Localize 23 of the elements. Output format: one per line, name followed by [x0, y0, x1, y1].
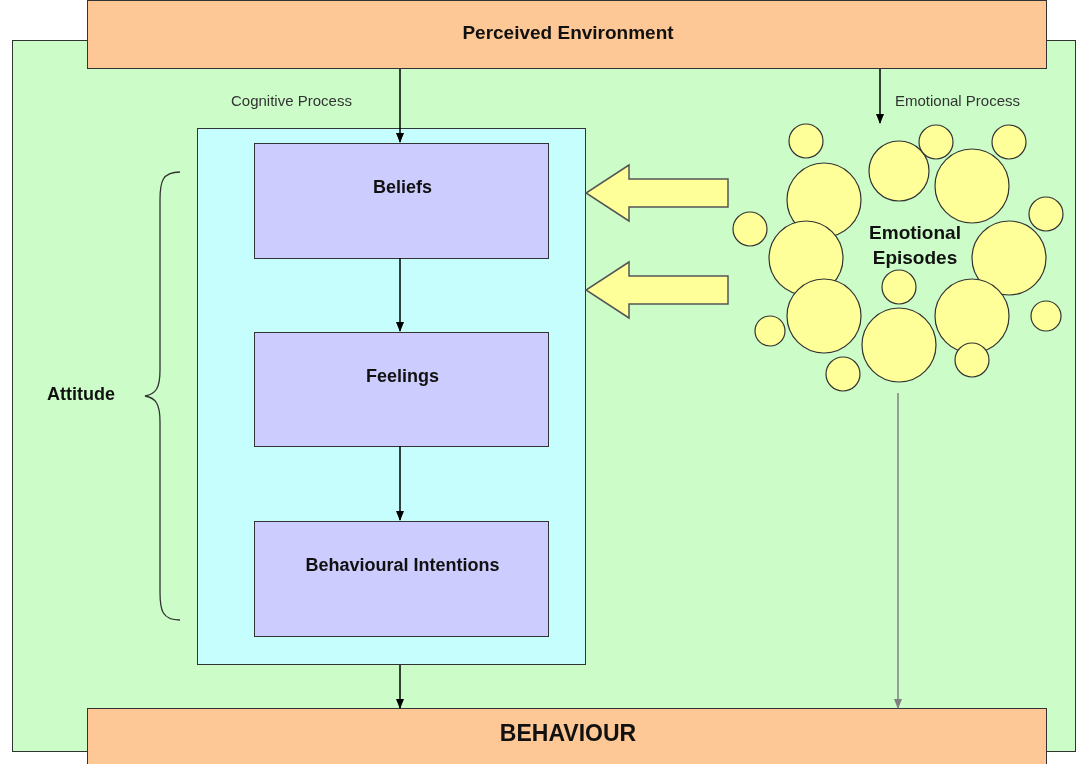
process-box [254, 332, 549, 447]
arrow [876, 68, 884, 124]
process-box [254, 143, 549, 259]
node-label: Emotional Episodes [868, 221, 962, 270]
output-box [87, 708, 1047, 764]
arrow [396, 257, 404, 332]
arrow [396, 445, 404, 521]
edge-label: Cognitive Process [231, 92, 352, 109]
process-box [254, 521, 549, 637]
arrow [396, 664, 404, 709]
block-arrow [584, 163, 729, 223]
group-label: Attitude [47, 384, 115, 405]
block-arrow [584, 260, 729, 320]
node-label: Perceived Environment [461, 21, 675, 45]
header-box [87, 0, 1047, 69]
node-label: Feelings [365, 365, 440, 388]
arrow [396, 68, 404, 143]
node-label: BEHAVIOUR [498, 719, 638, 748]
node-label: Behavioural Intentions [304, 554, 501, 577]
edge-label: Emotional Process [895, 92, 1021, 109]
arrow [894, 392, 902, 709]
group-box [197, 128, 586, 665]
node-label: Beliefs [372, 176, 433, 199]
